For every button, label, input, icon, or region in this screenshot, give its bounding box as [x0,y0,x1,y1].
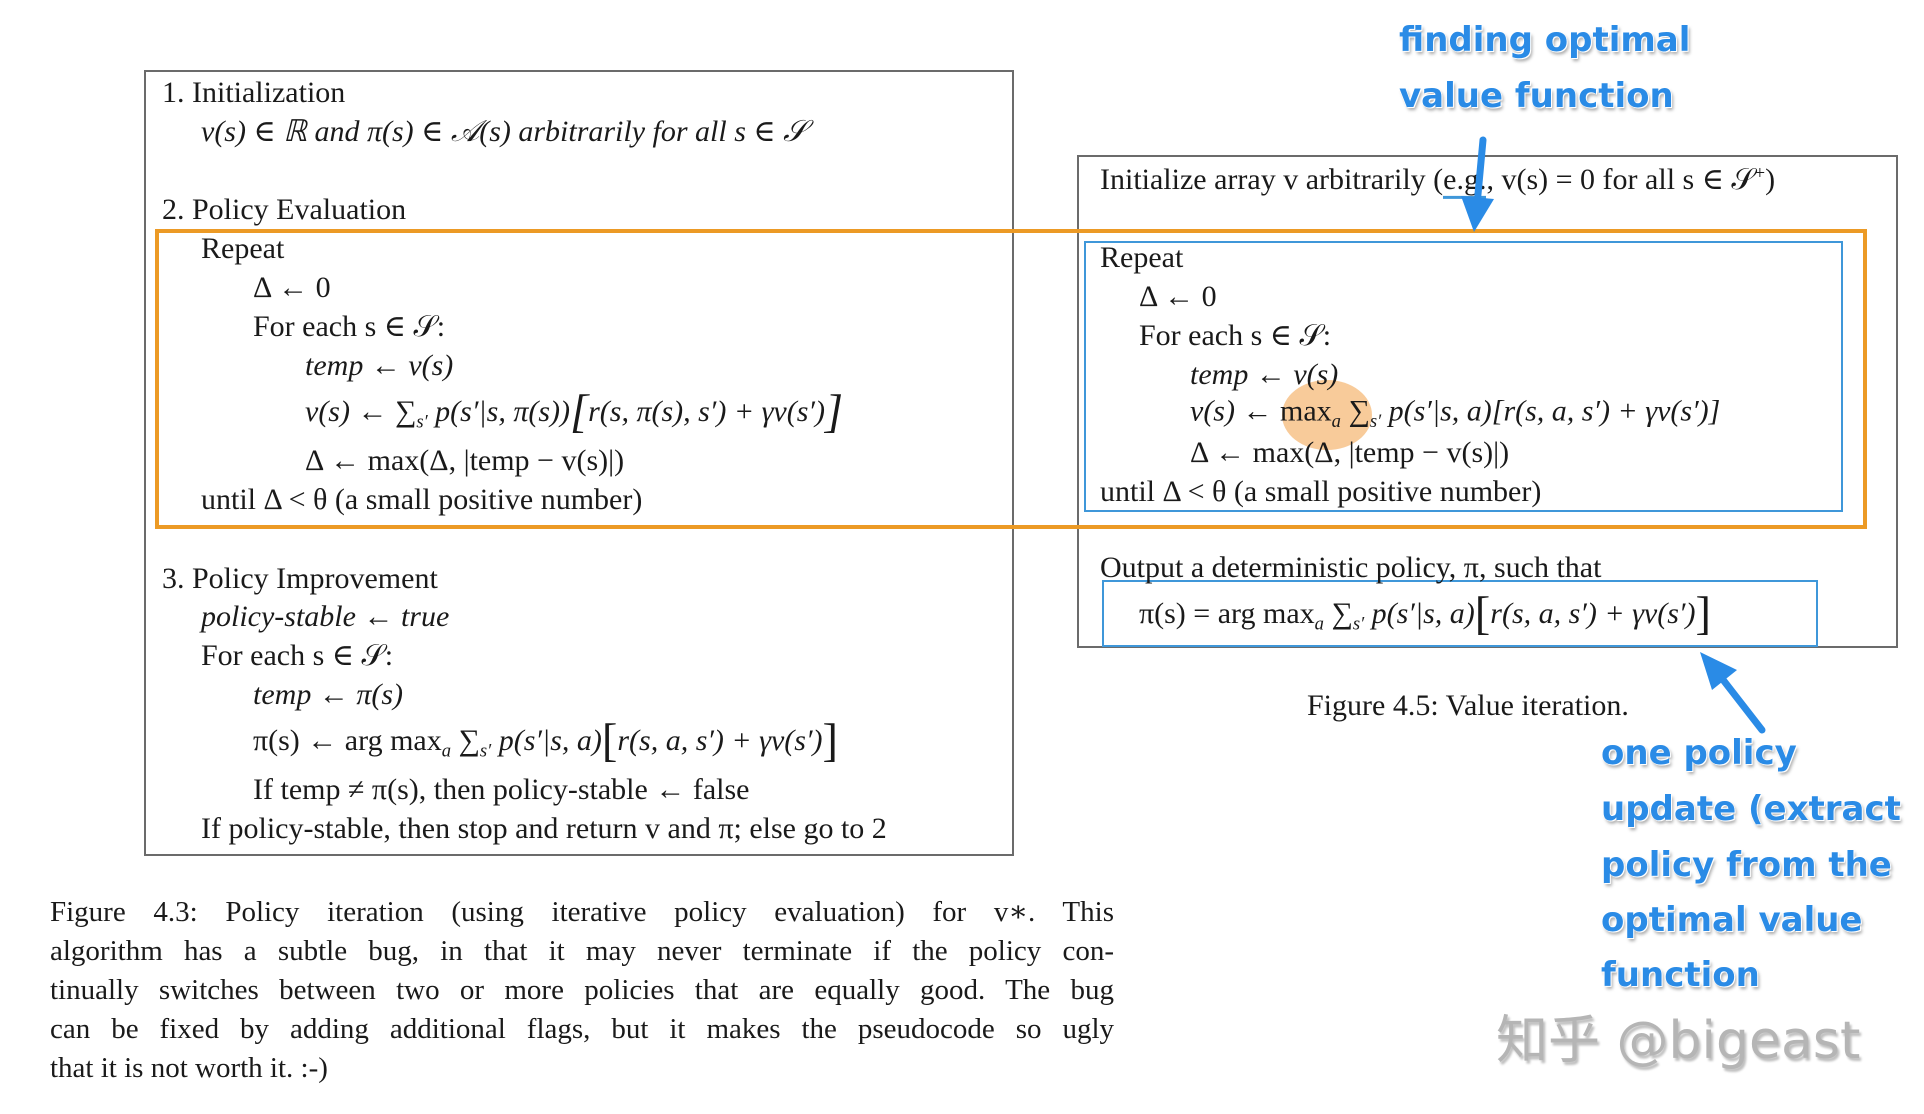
temp-assign: temp ← v(s) [305,349,454,382]
evaluation-comparison-highlight [155,229,1867,529]
max-subscript: a [1331,410,1341,432]
until-condition: until Δ < θ (a small positive number) [1100,475,1542,508]
caption-line: tinually switches between two or more po… [50,974,1114,1006]
repeat-label: Repeat [1100,241,1184,274]
argmax-subscript: a [1314,613,1324,635]
init-text: Initialize array v arbitrarily ( [1100,163,1444,197]
annotation-bottom-line: policy from the [1601,845,1892,885]
sum-symbol: ∑ [1340,394,1370,428]
step1-init-line: v(s) ∈ ℝ and π(s) ∈ 𝒜(s) arbitrarily for… [201,115,807,148]
annotation-top-line1: finding optimal [1399,20,1691,60]
transition-prob: p(s′|s, a) [1364,597,1475,631]
until-condition: until Δ < θ (a small positive number) [201,483,643,516]
watermark: 知乎 @bigeast [1496,1011,1861,1071]
bellman-optimality-update: v(s) ← maxa ∑s′ p(s′|s, a)[r(s, a, s′) +… [1190,396,1720,431]
figure-4-3-caption: Figure 4.3: Policy iteration (using iter… [50,893,1114,1088]
policy-lhs: π(s) = arg max [1139,597,1315,631]
for-each-state: For each s ∈ 𝒮: [1139,319,1332,352]
delta-init: Δ ← 0 [1139,280,1217,313]
delta-update: Δ ← max(Δ, |temp − v(s)|) [1190,436,1510,469]
annotation-bottom-line: update (extract [1601,789,1901,829]
sum-subscript: s′ [1369,410,1382,432]
figure-4-5-caption: Figure 4.5: Value iteration. [1307,689,1629,722]
step3-title: 3. Policy Improvement [162,562,438,595]
sum-subscript: s′ [1352,613,1365,635]
caption-line: algorithm has a subtle bug, in that it m… [50,935,1114,967]
annotation-bottom-line: function [1601,955,1760,995]
v-update-lhs: v(s) ← [1190,394,1280,428]
output-policy-line: Output a deterministic policy, π, such t… [1100,551,1602,584]
caption-line: that it is not worth it. :-) [50,1052,328,1084]
state-set-superscript: + [1754,162,1766,184]
annotation-bottom-line: one policy [1601,733,1797,773]
bellman-term: p(s′|s, a)[r(s, a, s′) + γv(s′)] [1381,394,1721,428]
policy-iteration-box [144,70,1014,856]
policy-extraction-equation: π(s) = arg maxa ∑s′ p(s′|s, a)[r(s, a, s… [1139,588,1711,640]
pi-update-lhs: π(s) ← arg max [253,724,442,758]
temp-assign: temp ← v(s) [1190,358,1339,391]
v-update-lhs: v(s) ← ∑ [305,395,417,429]
caption-line: Figure 4.3: Policy iteration (using iter… [50,896,1114,928]
value-loop-highlight-box [1084,241,1843,512]
reward-term: r(s, π(s), s′) + γv(s′) [588,395,825,429]
transition-prob: p(s′|s, a) [491,724,602,758]
policy-extraction-highlight-box [1102,580,1818,647]
value-update-equation: v(s) ← ∑s′ p(s′|s, π(s))[r(s, π(s), s′) … [305,386,844,438]
delta-update: Δ ← max(Δ, |temp − v(s)|) [305,444,625,477]
policy-update-equation: π(s) ← arg maxa ∑s′ p(s′|s, a)[r(s, a, s… [253,715,839,767]
init-array-line: Initialize array v arbitrarily (e.g., v(… [1100,162,1776,200]
for-each-state-3: For each s ∈ 𝒮: [201,639,394,672]
for-each-state: For each s ∈ 𝒮: [253,310,446,343]
down-arrow-icon [1461,136,1494,232]
init-text: , v(s) = 0 for all s ∈ 𝒮 [1486,163,1755,197]
sum-symbol: ∑ [451,724,480,758]
reward-term: r(s, a, s′) + γv(s′) [617,724,823,758]
annotation-bottom-line: optimal value [1601,900,1863,940]
sum-symbol: ∑ [1323,597,1353,631]
argmax-subscript: a [441,740,452,762]
step1-title: 1. Initialization [162,76,346,109]
up-left-arrow-icon [1700,652,1766,734]
annotation-top-line2: value function [1399,76,1674,116]
if-policy-stable: If policy-stable, then stop and return v… [201,812,887,845]
sum-subscript: s′ [416,411,428,433]
value-iteration-box [1077,155,1898,648]
max-operator: max [1279,394,1332,428]
if-temp-changed: If temp ≠ π(s), then policy-stable ← fal… [253,773,750,806]
delta-init: Δ ← 0 [253,271,331,304]
step2-title: 2. Policy Evaluation [162,193,407,226]
temp-pi-assign: temp ← π(s) [253,678,403,711]
caption-line: can be fixed by adding additional flags,… [50,1013,1114,1045]
sum-subscript: s′ [479,740,492,762]
policy-stable-init: policy-stable ← true [201,600,450,633]
repeat-label: Repeat [201,232,285,265]
init-text: ) [1765,163,1776,197]
reward-term: r(s, a, s′) + γv(s′) [1490,597,1696,631]
transition-prob: p(s′|s, π(s)) [427,395,570,429]
max-highlight-ellipse [1282,380,1372,450]
